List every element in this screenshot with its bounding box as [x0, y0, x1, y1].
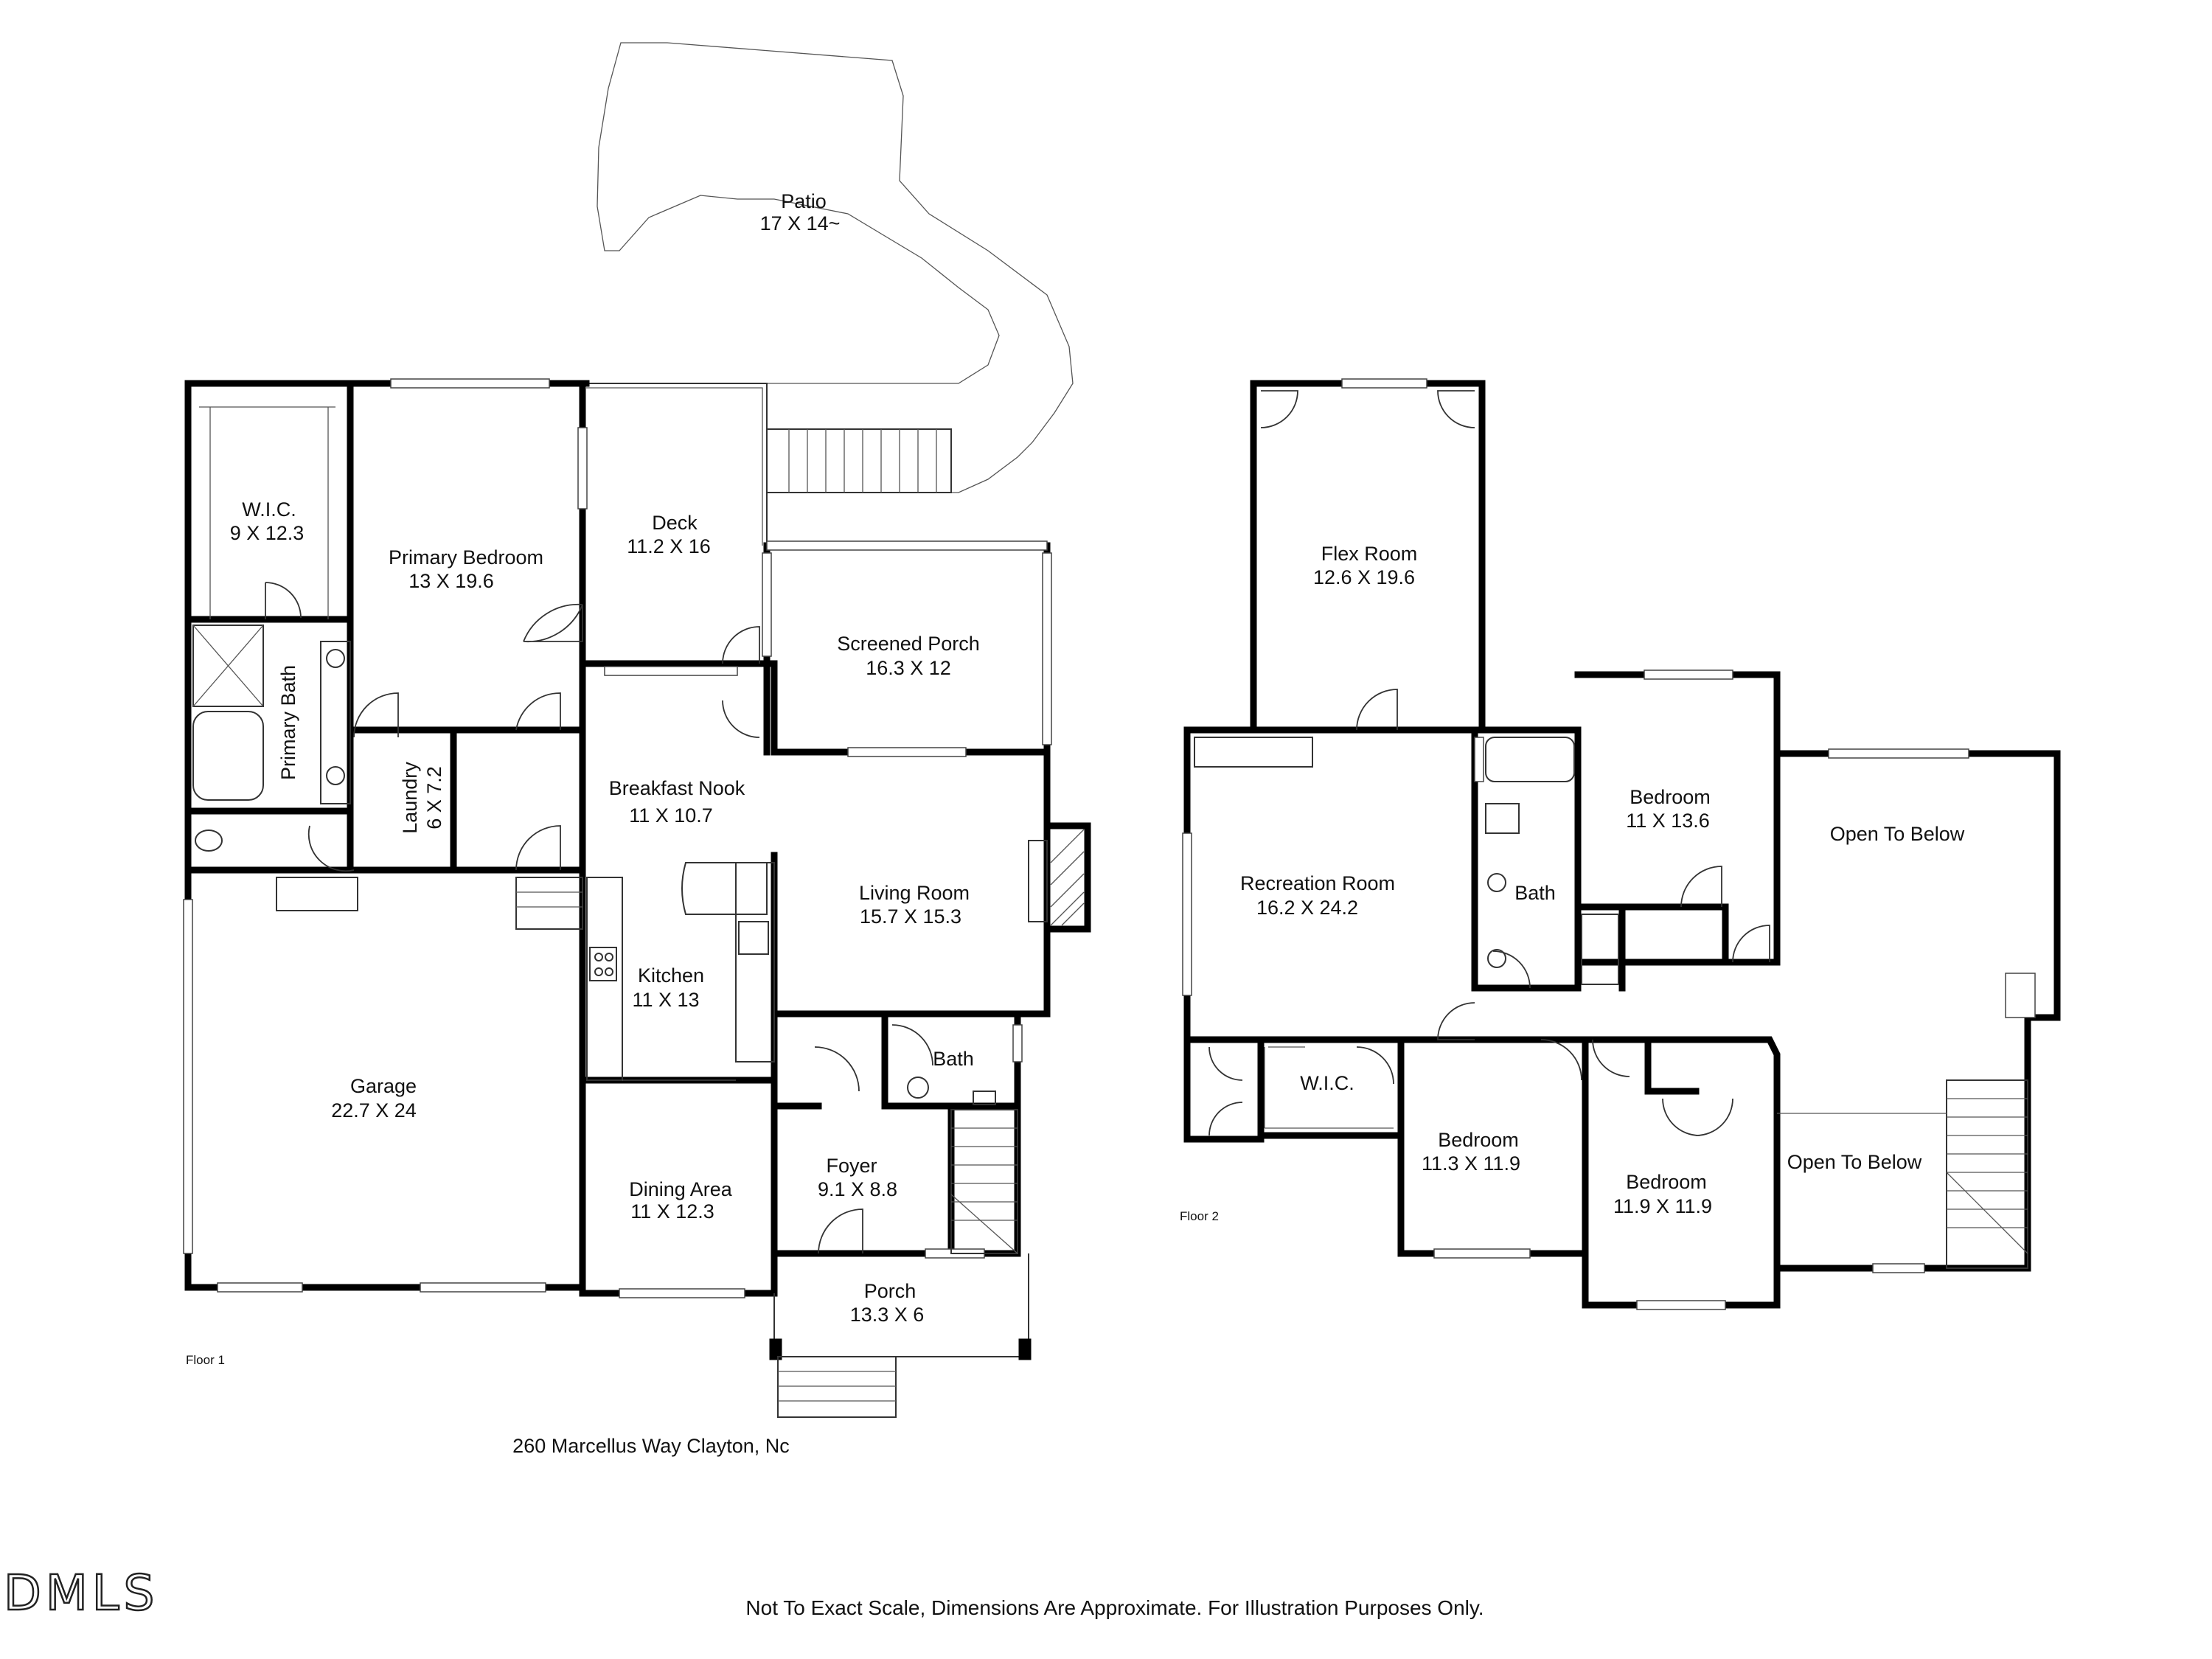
primary-bath-fixtures: [192, 625, 351, 852]
recreation-room-dims: 16.2 X 24.2: [1256, 897, 1358, 919]
floor-2-windows: [1182, 378, 2036, 1310]
floor-2-wic-name: W.I.C.: [1300, 1072, 1354, 1094]
primary-bedroom-dims: 13 X 19.6: [408, 570, 494, 592]
wic-name: W.I.C.: [242, 498, 296, 521]
dining-area-name: Dining Area: [629, 1178, 733, 1200]
bedroom-a-dims: 11 X 13.6: [1626, 810, 1710, 832]
foyer-stairs: [950, 1109, 1018, 1254]
floor-2-bath-name: Bath: [1514, 882, 1556, 904]
breakfast-nook-dims: 11 X 10.7: [629, 804, 713, 827]
porch-name: Porch: [864, 1280, 917, 1302]
fireplace: [1028, 829, 1085, 926]
patio-outline: [597, 42, 1074, 493]
bedroom-c-name: Bedroom: [1626, 1171, 1707, 1193]
wic-dims: 9 X 12.3: [230, 522, 305, 544]
floor-1-plan: Patio 17 X 14~ W.I.C. 9 X 12.3 Primary B…: [183, 42, 1091, 1418]
garage-name: Garage: [350, 1075, 417, 1097]
open-below-b-name: Open To Below: [1787, 1151, 1922, 1173]
foyer-dims: 9.1 X 8.8: [818, 1178, 897, 1200]
screened-porch-name: Screened Porch: [837, 633, 980, 655]
dmls-logo: DMLS: [4, 1565, 159, 1621]
bedroom-b-dims: 11.3 X 11.9: [1422, 1152, 1520, 1175]
floor-2-wic-shelving: [1264, 1046, 1394, 1129]
laundry-name: Laundry: [399, 762, 421, 834]
deck-dims: 11.2 X 16: [627, 535, 711, 557]
porch-dims: 13.3 X 6: [850, 1304, 925, 1326]
patio-dims: 17 X 14~: [760, 212, 841, 234]
garage-dims: 22.7 X 24: [331, 1099, 417, 1121]
primary-bath-name: Primary Bath: [277, 665, 299, 780]
floor-2-doors: [1208, 390, 1770, 1136]
floor-2-plan: Flex Room 12.6 X 19.6 Bedroom 11 X 13.6 …: [1180, 378, 2061, 1310]
deck-name: Deck: [652, 512, 698, 534]
floor-1-doors: [265, 582, 933, 1254]
floor-2-stairs: [1777, 1079, 2028, 1269]
dining-area-dims: 11 X 12.3: [630, 1200, 714, 1222]
kitchen-name: Kitchen: [638, 964, 704, 987]
deck-stairs: [766, 428, 952, 493]
recreation-room-name: Recreation Room: [1240, 872, 1395, 894]
bedroom-c-dims: 11.9 X 11.9: [1613, 1195, 1712, 1217]
floor-1-walls: [184, 380, 1091, 1297]
half-bath-fixtures: [907, 1077, 996, 1105]
foyer-name: Foyer: [826, 1155, 877, 1177]
front-porch: [769, 1253, 1032, 1418]
garage-steps: [276, 877, 583, 930]
bedroom-a-name: Bedroom: [1630, 786, 1711, 808]
floor-2-label: Floor 2: [1180, 1209, 1219, 1223]
wic-shelving: [199, 406, 335, 619]
breakfast-nook-name: Breakfast Nook: [609, 777, 745, 799]
living-room-dims: 15.7 X 15.3: [860, 905, 961, 928]
disclaimer-text: Not To Exact Scale, Dimensions Are Appro…: [745, 1596, 1484, 1619]
kitchen-dims: 11 X 13: [632, 989, 699, 1011]
floor-2-bath-fixtures: [1194, 737, 1619, 985]
bedroom-b-name: Bedroom: [1438, 1129, 1519, 1151]
open-below-a-name: Open To Below: [1830, 823, 1965, 845]
floor-1-windows: [183, 378, 1052, 1298]
kitchen-counters: [586, 862, 775, 1081]
bath-name: Bath: [933, 1048, 974, 1070]
property-address: 260 Marcellus Way Clayton, Nc: [512, 1435, 790, 1457]
primary-bedroom-name: Primary Bedroom: [389, 546, 543, 568]
patio-name: Patio: [781, 190, 827, 212]
laundry-dims: 6 X 7.2: [423, 766, 445, 830]
flex-room-name: Flex Room: [1321, 543, 1418, 565]
screened-porch-dims: 16.3 X 12: [866, 657, 951, 679]
floor-1-label: Floor 1: [186, 1353, 225, 1367]
living-room-name: Living Room: [859, 882, 970, 904]
flex-room-dims: 12.6 X 19.6: [1313, 566, 1415, 588]
